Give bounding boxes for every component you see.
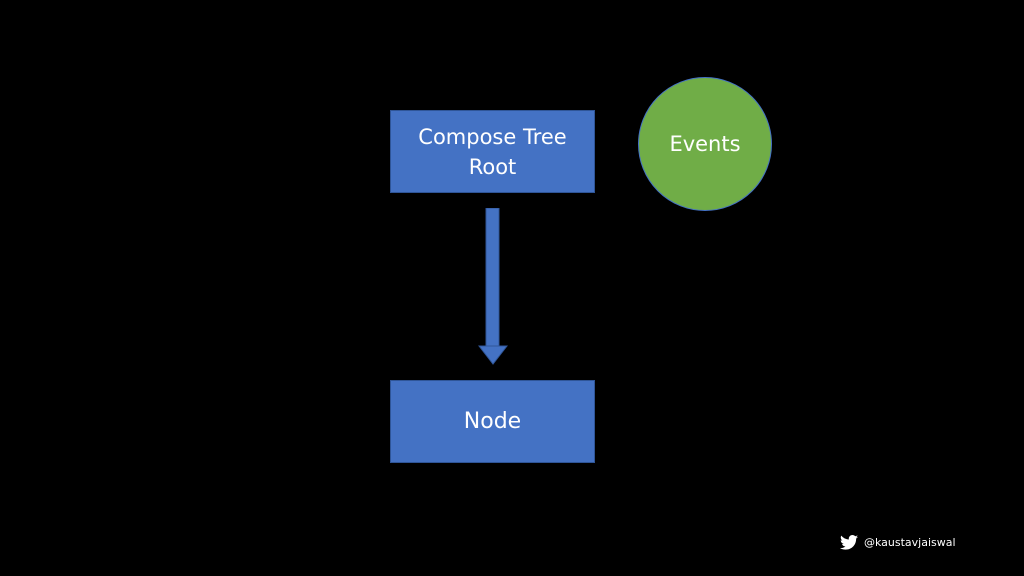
root-node-label-line2: Root xyxy=(468,154,517,179)
child-node: Node xyxy=(390,380,595,463)
events-circle: Events xyxy=(638,77,772,211)
handle-text: @kaustavjaiswal xyxy=(864,536,956,549)
child-node-label: Node xyxy=(463,409,522,434)
twitter-bird-icon xyxy=(840,535,858,550)
root-node-label-line1: Compose Tree xyxy=(418,124,567,149)
compose-tree-root-node: Compose Tree Root xyxy=(390,110,595,193)
events-label: Events xyxy=(669,132,741,156)
down-arrow-connector xyxy=(478,208,508,365)
author-handle: @kaustavjaiswal xyxy=(840,535,956,550)
